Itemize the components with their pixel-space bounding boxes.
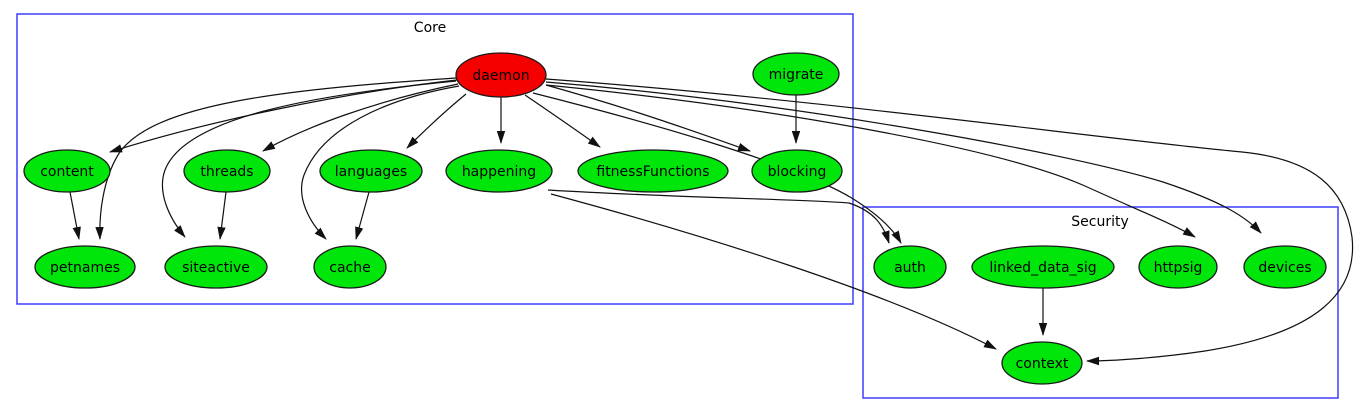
node-cache-label: cache <box>329 260 370 276</box>
node-cache-shape <box>313 245 387 289</box>
node-threads-shape <box>183 149 271 193</box>
node-auth-shape <box>873 245 947 289</box>
node-migrate-shape <box>752 52 840 96</box>
node-devices: devices <box>1243 245 1327 289</box>
node-context-label: context <box>1016 356 1069 372</box>
node-auth: auth <box>873 245 947 289</box>
edge-happening-auth <box>547 189 890 244</box>
node-httpsig-label: httpsig <box>1154 260 1203 276</box>
cluster-core-border <box>16 13 854 305</box>
edge-happening-context <box>550 193 997 350</box>
node-daemon: daemon <box>455 52 547 98</box>
edge-content-petnames <box>69 191 81 240</box>
node-content: content <box>23 149 111 193</box>
edge-daemon-petnames <box>95 77 457 240</box>
node-languages-shape <box>319 149 423 193</box>
edge-daemon-threads <box>262 83 459 152</box>
node-siteactive: siteactive <box>164 245 268 289</box>
node-petnames-shape <box>34 245 136 289</box>
node-context: context <box>1001 341 1083 385</box>
node-daemon-label: daemon <box>472 68 529 84</box>
node-languages-label: languages <box>335 164 407 180</box>
node-migrate-label: migrate <box>769 67 824 83</box>
edge-daemon-content <box>109 79 458 153</box>
cluster-core-label: Core <box>414 20 446 36</box>
edge-daemon-siteactive <box>161 80 457 238</box>
node-devices-shape <box>1243 245 1327 289</box>
node-threads: threads <box>183 149 271 193</box>
node-happening-label: happening <box>462 164 536 180</box>
node-cache: cache <box>313 245 387 289</box>
node-httpsig-shape <box>1138 245 1218 289</box>
node-devices-label: devices <box>1258 260 1311 276</box>
edge-daemon-cache <box>300 85 460 240</box>
edge-threads-siteactive <box>217 191 227 240</box>
node-blocking-label: blocking <box>768 164 827 180</box>
node-fitnessFunctions: fitnessFunctions <box>577 149 729 193</box>
node-linked_data_sig: linked_data_sig <box>971 245 1115 289</box>
edge-daemon-fitnessFunctions <box>524 94 601 148</box>
node-blocking: blocking <box>751 149 843 193</box>
node-content-label: content <box>40 164 94 180</box>
node-httpsig: httpsig <box>1138 245 1218 289</box>
cluster-security-border <box>862 206 1339 399</box>
node-fitnessFunctions-label: fitnessFunctions <box>596 164 709 180</box>
node-context-shape <box>1001 341 1083 385</box>
node-linked_data_sig-label: linked_data_sig <box>989 260 1096 276</box>
cluster-security-label: Security <box>1071 214 1129 230</box>
node-daemon-shape <box>455 52 547 98</box>
node-content-shape <box>23 149 111 193</box>
edge-daemon-languages <box>406 93 467 149</box>
node-auth-label: auth <box>894 260 926 276</box>
edge-languages-cache <box>355 191 370 240</box>
node-linked_data_sig-shape <box>971 245 1115 289</box>
node-migrate: migrate <box>752 52 840 96</box>
node-languages: languages <box>319 149 423 193</box>
node-happening: happening <box>445 149 553 193</box>
edge-daemon-devices <box>545 81 1262 234</box>
node-siteactive-shape <box>164 245 268 289</box>
edge-daemon-blocking <box>545 84 751 152</box>
edge-daemon-context <box>545 78 1354 366</box>
node-happening-shape <box>445 149 553 193</box>
cluster-core: Core <box>16 13 854 305</box>
cluster-security: Security <box>862 206 1339 399</box>
node-petnames: petnames <box>34 245 136 289</box>
edge-daemon-httpsig <box>545 84 1196 238</box>
node-threads-label: threads <box>200 164 253 180</box>
node-siteactive-label: siteactive <box>182 260 250 276</box>
node-petnames-label: petnames <box>50 260 120 276</box>
node-blocking-shape <box>751 149 843 193</box>
node-fitnessFunctions-shape <box>577 149 729 193</box>
